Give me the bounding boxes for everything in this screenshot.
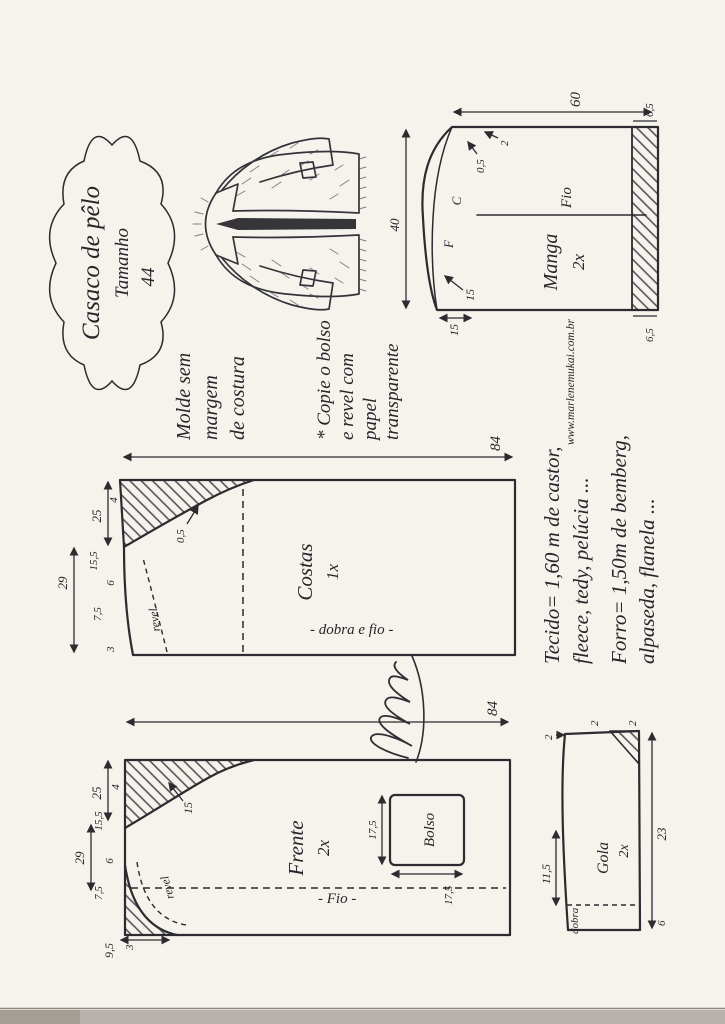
note-copy-line2: e revel com [337, 353, 358, 440]
note-copy-line1: * Copie o bolso [314, 320, 335, 440]
manga-front-mark: F [441, 239, 456, 249]
manga-hem-dim-right: 6,5 [644, 103, 656, 117]
frente-qty: 2x [314, 840, 333, 857]
frente-shoulder-hatch [124, 759, 255, 829]
note-molde-line1: Molde sem [173, 353, 195, 441]
piece-manga: Fio 60 40 6,5 6,5 15 15 0,5 2 C F Mang [387, 92, 660, 342]
manga-grain-label: Fio [559, 187, 575, 209]
manga-outline [421, 125, 660, 312]
costas-shoulder-dim: 25 [89, 509, 104, 523]
coat-front-opening [216, 218, 356, 230]
manga-hem-hatch [631, 126, 659, 311]
gola-outline [561, 729, 642, 932]
costas-length-dim: 84 [488, 436, 504, 452]
fur-texture [192, 142, 367, 306]
page-title: Casaco de pêlo [78, 186, 105, 340]
manga-width-dim: 40 [387, 218, 402, 232]
manga-back-mark: C [449, 196, 464, 205]
note-copy-line4: transparente [382, 344, 403, 440]
costas-dim-6: 6 [105, 580, 117, 586]
gola-end-hatch [609, 730, 640, 765]
costas-width-dim: 29 [55, 576, 70, 590]
frente-length-dim: 84 [485, 701, 501, 717]
website-url: www.marlenemukai.com.br [565, 319, 577, 445]
costas-dim-0-5: 0,5 [175, 529, 187, 543]
frente-facing-line [136, 861, 187, 926]
gola-end-dim-a: 2 [543, 734, 555, 740]
frente-dim-4: 4 [110, 784, 122, 790]
scan-edge [0, 1007, 725, 1024]
gola-fold-label: dobra [569, 907, 581, 934]
frente-name: Frente [284, 820, 308, 876]
costas-facing-line [142, 557, 168, 653]
costas-fold-label: - dobra e fio - [310, 622, 393, 638]
manga-length-dim: 60 [568, 92, 584, 108]
gola-end-dim-b: 2 [589, 720, 601, 726]
coat-sketch [192, 137, 367, 311]
manga-cap-dim-b: 15 [463, 289, 477, 301]
piece-frente: revel - Fio - 84 25 29 15,5 4 6 7,5 9,5 … [72, 701, 512, 958]
manga-cap-curve-2 [431, 126, 453, 311]
note-molde-line3: de costura [227, 356, 249, 440]
frente-dim-3: 3 [124, 944, 136, 951]
fabric-note-line1: Tecido= 1,60 m de castor, [540, 446, 564, 664]
costas-armhole-curve [122, 478, 256, 549]
frente-outline [123, 758, 512, 937]
gola-dim-6: 6 [656, 920, 668, 926]
note-molde-line2: margem [200, 375, 222, 440]
costas-neck-dim: 15,5 [88, 551, 100, 571]
costas-dim-4: 4 [108, 497, 120, 503]
manga-name: Manga [540, 234, 562, 292]
frente-neck-dim: 15,5 [93, 811, 105, 831]
frente-dim-9-5: 9,5 [102, 943, 116, 958]
frente-dim-6: 6 [104, 858, 116, 864]
costas-facing-label: revel [146, 607, 163, 633]
fabric-note-line2: fleece, tedy, pelúcia ... [569, 477, 593, 664]
manga-qty: 2x [569, 254, 588, 271]
costas-outline [118, 478, 517, 657]
pocket-label: Bolso [422, 812, 438, 847]
gola-half-dim: 11,5 [539, 864, 553, 884]
manga-hem-dim-left: 6,5 [644, 328, 656, 342]
size-label: Tamanho [112, 228, 133, 298]
frente-grain-label: - Fio - [318, 891, 356, 907]
manga-ease-dim: 0,5 [475, 159, 487, 173]
costas-qty: 1x [323, 564, 342, 581]
pocket-outline [388, 793, 466, 867]
signature [369, 655, 425, 763]
frente-dim-15: 15 [181, 802, 195, 814]
gola-name: Gola [595, 842, 612, 874]
frente-armhole-curve [123, 758, 256, 830]
frente-dim-7-5: 7,5 [93, 886, 105, 900]
size-value: 44 [138, 267, 159, 287]
gola-end-dim-c: 2 [627, 720, 639, 726]
frente-shoulder-dim: 25 [89, 786, 104, 800]
frente-hem-curve [123, 863, 179, 937]
gola-qty: 2x [617, 844, 632, 858]
cloud-outline [48, 135, 176, 391]
costas-dim-3: 3 [105, 646, 117, 653]
pocket-height-dim: 17,5 [443, 885, 455, 905]
gola-length-dim: 23 [654, 827, 669, 841]
title-cloud: Casaco de pêlo Tamanho 44 [48, 135, 176, 391]
note-copy-line3: papel [360, 398, 381, 442]
notes: Molde sem margem de costura * Copie o bo… [173, 319, 659, 665]
coat-pockets [299, 161, 317, 287]
manga-cap-dim-a: 15 [447, 324, 461, 336]
costas-name: Costas [293, 543, 317, 600]
frente-width-dim: 29 [72, 851, 87, 865]
fabric-note-line4: alpaseda, flanela ... [635, 498, 659, 664]
piece-gola: dobra 23 11,5 2 2 2 6 Gola 2x [539, 720, 669, 934]
pocket-width-dim: 17,5 [367, 820, 379, 840]
manga-notch-dim: 2 [499, 140, 511, 146]
costas-dim-7-5: 7,5 [92, 607, 104, 621]
fabric-note-line3: Forro= 1,50m de bemberg, [607, 435, 631, 665]
piece-costas: revel - dobra e fio - 84 25 29 15,5 7,5 … [55, 436, 517, 657]
